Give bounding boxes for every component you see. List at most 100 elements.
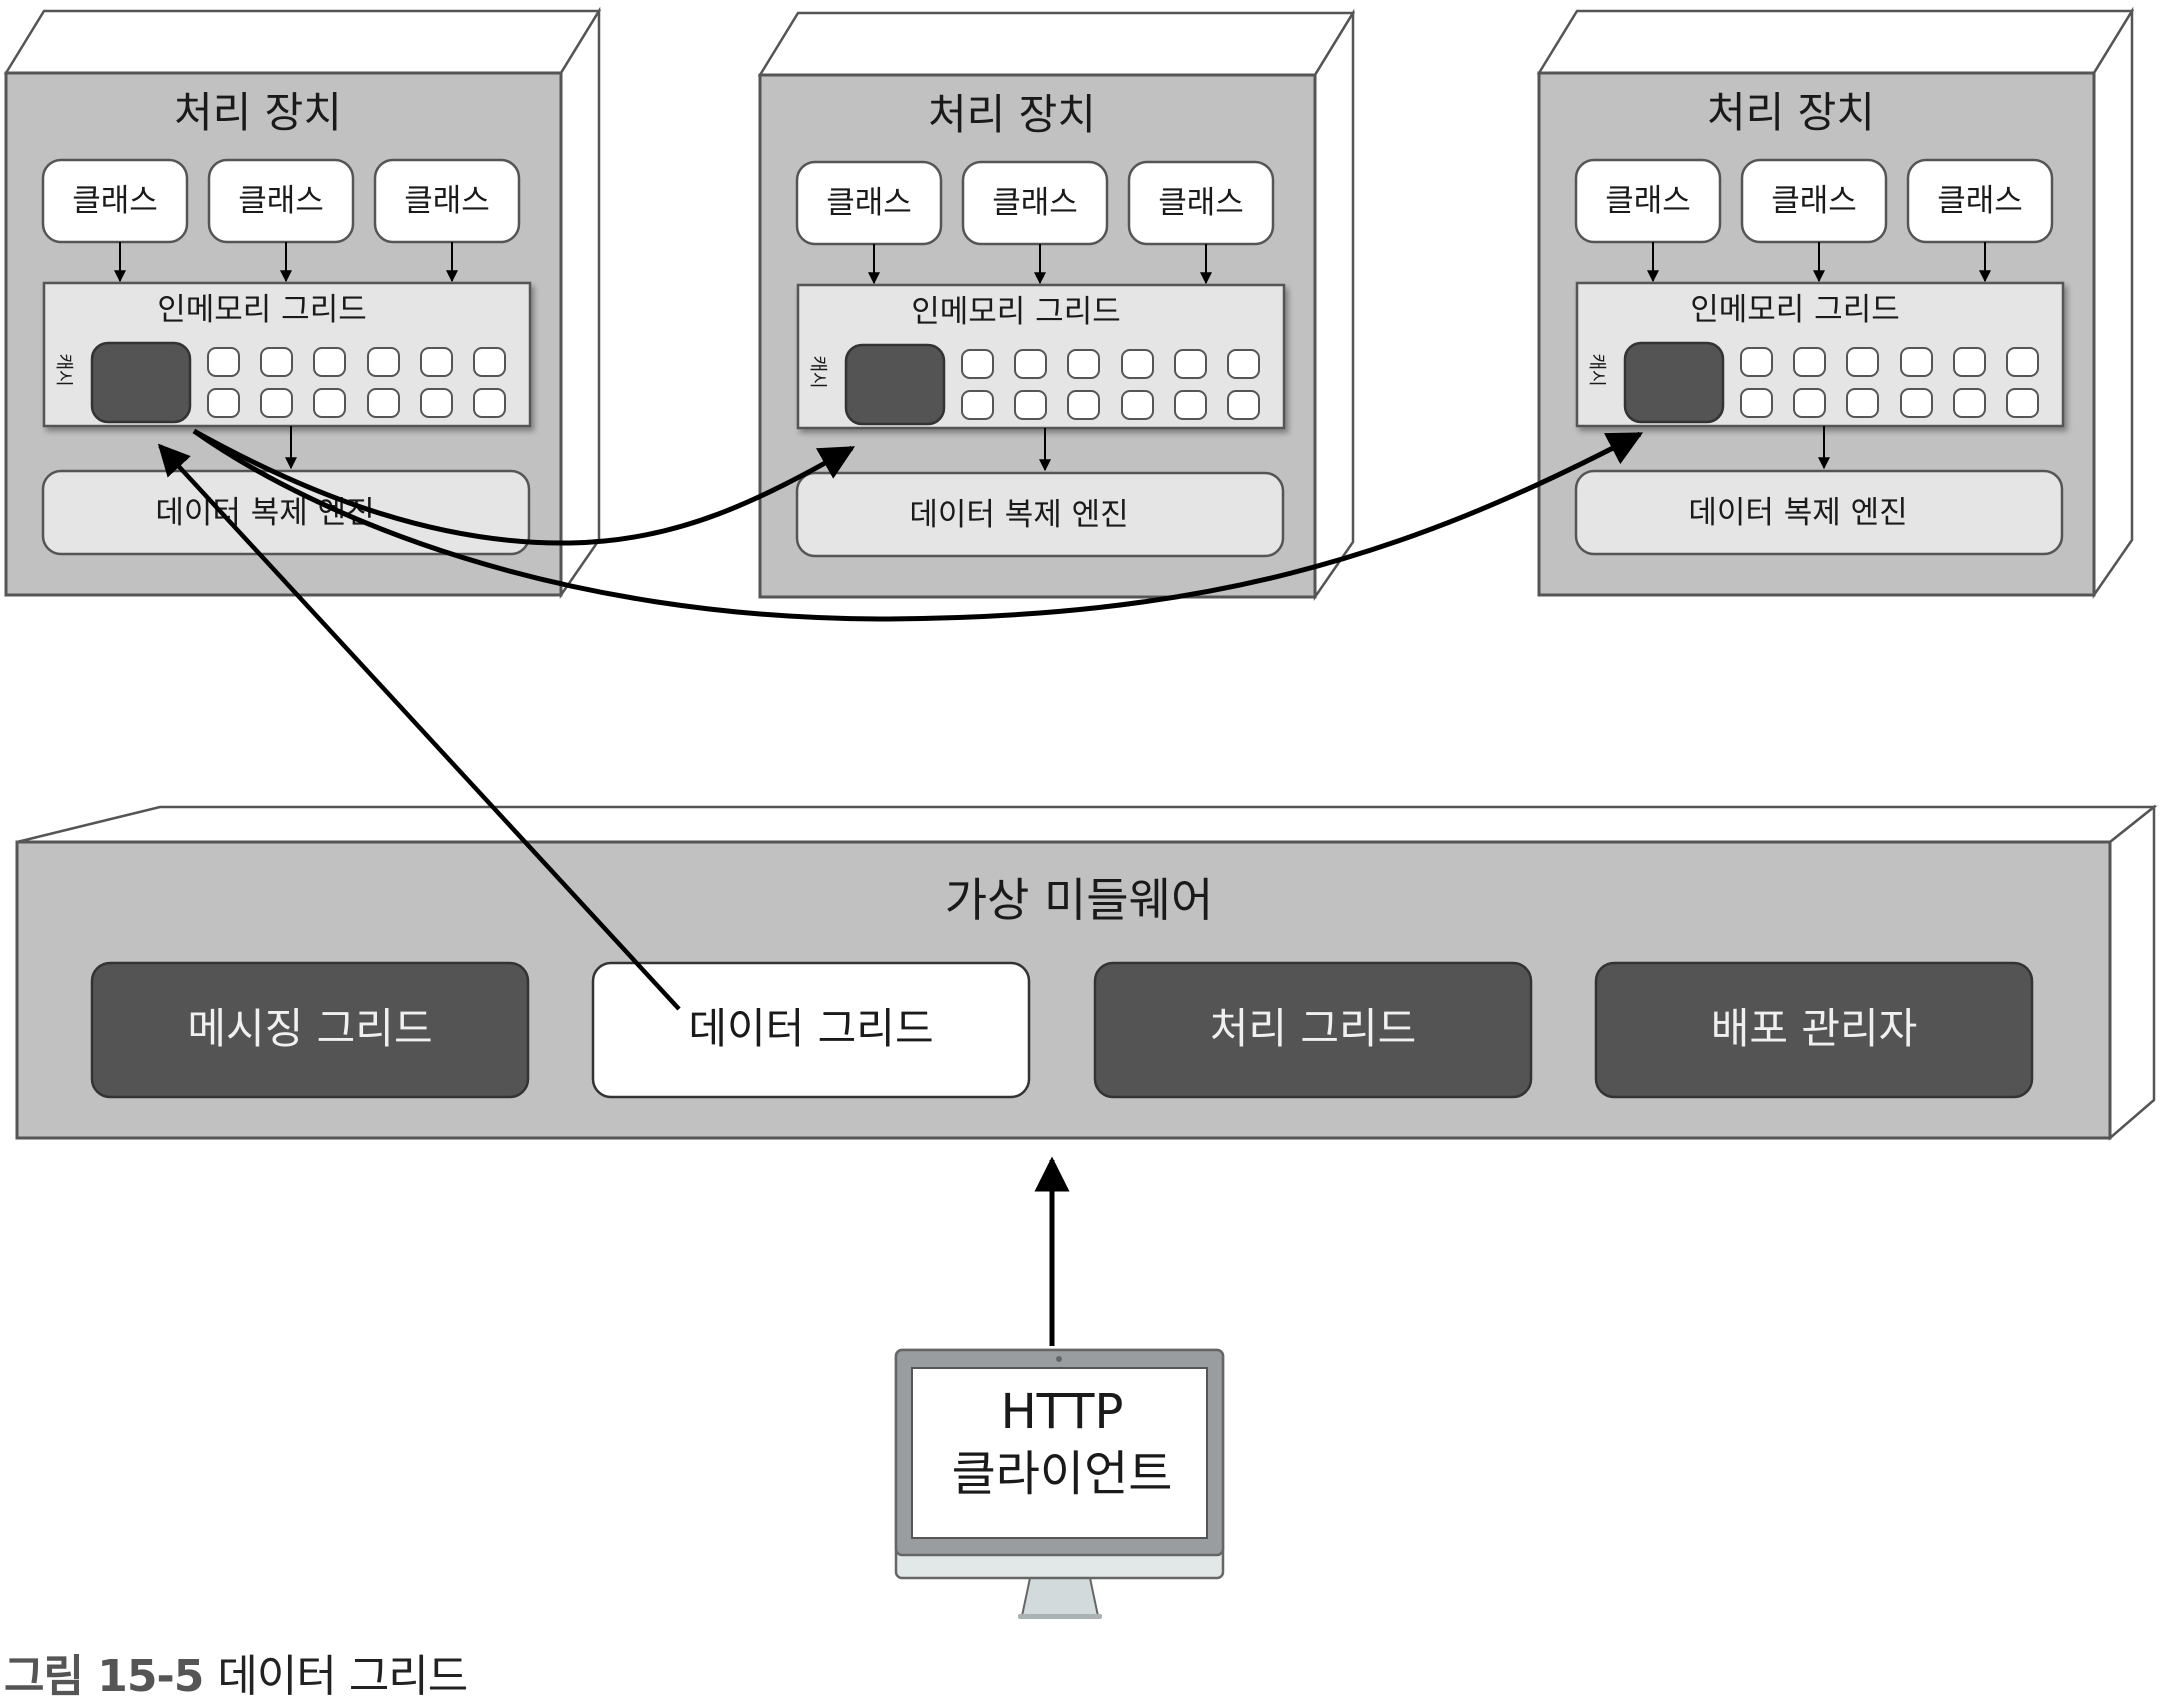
caption-number: 그림 15-5 [4,1651,204,1702]
arrow-datagrid-to-cache [157,443,681,1011]
class-box-frame [1906,158,2054,244]
monitor-stand [1020,1577,1100,1617]
middleware-component-box [591,961,1031,1099]
class-box-frame [1740,158,1888,244]
grid-cell [1846,347,1879,377]
http-client-monitor: HTTP 클라이언트 [894,1348,1225,1619]
grid-cell [2006,388,2039,418]
class-label: 클래스 [826,185,912,221]
device-side-face [1313,8,1355,602]
middleware-side-face [2108,804,2156,1141]
class-box: 클래스 [373,158,521,283]
grid-cell [1227,349,1260,379]
class-label: 클래스 [1158,185,1244,221]
class-label: 클래스 [1937,183,2023,219]
replication-engine-label: 데이터 복제 엔진 [1688,495,1907,531]
device-top-face [3,9,602,75]
cache-block [90,341,192,424]
class-box: 클래스 [1740,158,1888,283]
middleware-component-label: 처리 그리드 [1210,1004,1417,1053]
middleware-top-face [16,805,2158,844]
arrow-cache-to-device2 [192,428,856,546]
class-box: 클래스 [1906,158,2054,283]
cache-label: 캐시 [53,353,74,386]
device-top-face [1536,9,2135,75]
class-label: 클래스 [992,185,1078,221]
device-title: 처리 장치 [1707,88,1875,137]
grid-cell [313,347,346,377]
middleware-component-box [90,961,530,1099]
grid-cell [420,347,453,377]
replication-engine-box [795,471,1285,558]
replication-engine-label: 데이터 복제 엔진 [909,497,1128,533]
grid-cell [1900,347,1933,377]
grid-cell [1953,347,1986,377]
grid-cell [1793,347,1826,377]
grid-cell [367,388,400,418]
class-box: 클래스 [1574,158,1722,283]
class-box-frame [1574,158,1722,244]
class-label: 클래스 [404,183,490,219]
replication-engine-box [1574,469,2064,556]
class-box: 클래스 [795,160,943,285]
grid-cell [1740,388,1773,418]
class-label: 클래스 [1771,183,1857,219]
class-box: 클래스 [961,160,1109,285]
client-label-line1: HTTP [1001,1384,1124,1440]
grid-cell [961,390,994,420]
middleware-component-label: 배포 관리자 [1711,1004,1918,1053]
device-side-face [2092,6,2134,600]
class-box-frame [961,160,1109,246]
in-memory-grid-label: 인메모리 그리드 [157,292,367,328]
device-top-face [757,11,1356,77]
device-side-face [559,6,601,600]
cache-block [844,343,946,426]
monitor-camera [1056,1356,1062,1362]
middleware-component-label: 데이터 그리드 [688,1004,933,1053]
device-title: 처리 장치 [928,90,1096,139]
grid-cell [1227,390,1260,420]
class-label: 클래스 [238,183,324,219]
cache-block [1623,341,1725,424]
middleware-component: 처리 그리드 [1093,961,1533,1099]
class-box-frame [41,158,189,244]
cache-label: 캐시 [1586,353,1607,386]
middleware-component-box [1093,961,1533,1099]
class-box: 클래스 [41,158,189,283]
cache-label: 캐시 [807,355,828,388]
grid-cell [207,388,240,418]
class-label: 클래스 [72,183,158,219]
grid-cell [1953,388,1986,418]
monitor-screen [911,1367,1208,1539]
grid-cell [1014,349,1047,379]
grid-cell [473,347,506,377]
grid-cell [367,347,400,377]
class-box-frame [373,158,521,244]
grid-cell [420,388,453,418]
client-label-line2: 클라이언트 [952,1446,1173,1502]
arrow-cache-to-device3 [192,428,1644,622]
class-box: 클래스 [207,158,355,283]
grid-cell [260,388,293,418]
class-box-frame [795,160,943,246]
grid-cell [207,347,240,377]
grid-cell [1900,388,1933,418]
grid-cell [1740,347,1773,377]
arrows [157,428,1644,1346]
class-box-frame [1127,160,1275,246]
grid-cell [1121,390,1154,420]
in-memory-grid-label: 인메모리 그리드 [1690,292,1900,328]
middleware-component: 배포 관리자 [1594,961,2034,1099]
middleware-component-box [1594,961,2034,1099]
grid-cell [1121,349,1154,379]
grid-cell [2006,347,2039,377]
middleware-component: 메시징 그리드 [90,961,530,1099]
grid-cell [1174,390,1207,420]
in-memory-grid-label: 인메모리 그리드 [911,294,1121,330]
